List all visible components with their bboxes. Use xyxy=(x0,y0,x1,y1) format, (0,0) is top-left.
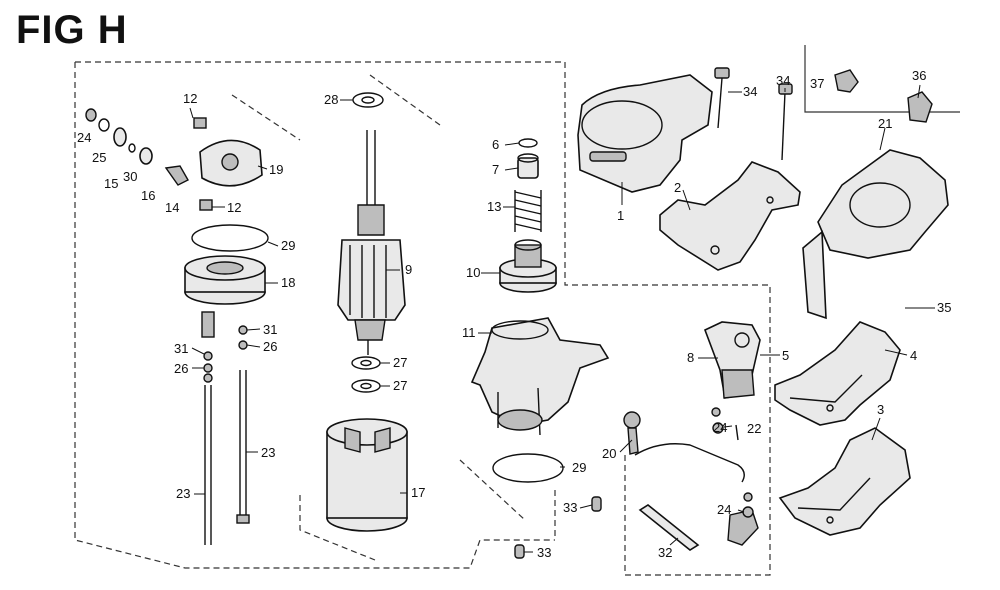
part-plate-21 xyxy=(802,149,949,320)
part-plate-2 xyxy=(659,161,801,271)
callout-3: 3 xyxy=(877,402,884,417)
callout-20: 20 xyxy=(602,446,616,461)
callout-25: 25 xyxy=(92,150,106,165)
callout-23b: 23 xyxy=(176,486,190,501)
callout-31b: 31 xyxy=(263,322,277,337)
callout-18: 18 xyxy=(281,275,295,290)
part-housing-11 xyxy=(470,317,610,436)
callout-12b: 12 xyxy=(227,200,241,215)
callout-29b: 29 xyxy=(572,460,586,475)
callout-17: 17 xyxy=(411,485,425,500)
part-throughbolts-23 xyxy=(201,311,250,545)
callout-22: 22 xyxy=(747,421,761,436)
part-bracket-1 xyxy=(577,74,713,193)
part-armature-9 xyxy=(337,130,406,355)
callout-26b: 26 xyxy=(263,339,277,354)
part-rod-32 xyxy=(638,504,700,551)
callout-8: 8 xyxy=(687,350,694,365)
group-boundaries xyxy=(74,45,960,576)
callout-6: 6 xyxy=(492,137,499,152)
callout-15: 15 xyxy=(104,176,118,191)
callout-32: 32 xyxy=(658,545,672,560)
callout-27b: 27 xyxy=(393,378,407,393)
callout-36: 36 xyxy=(912,68,926,83)
callout-31a: 31 xyxy=(174,341,188,356)
part-fasteners-24-22 xyxy=(711,407,754,518)
callout-4: 4 xyxy=(910,348,917,363)
callout-28: 28 xyxy=(324,92,338,107)
callout-26a: 26 xyxy=(174,361,188,376)
part-yoke-17 xyxy=(326,418,408,532)
part-cable-20 xyxy=(623,411,759,546)
callout-29a: 29 xyxy=(281,238,295,253)
callout-21: 21 xyxy=(878,116,892,131)
part-collar-7-6 xyxy=(517,138,539,179)
callout-1: 1 xyxy=(617,208,624,223)
callout-34a: 34 xyxy=(743,84,757,99)
figure-title: FIG H xyxy=(16,8,128,52)
callout-34b: 34 xyxy=(776,73,790,88)
callout-24a: 24 xyxy=(713,420,727,435)
callout-14: 14 xyxy=(165,200,179,215)
callout-24b: 24 xyxy=(717,502,731,517)
callout-labels: 1 2 34 34 37 36 21 35 4 3 5 8 20 24 22 2… xyxy=(77,68,951,560)
part-cover-3 xyxy=(778,427,911,536)
callout-11: 11 xyxy=(462,325,476,340)
part-spring-13 xyxy=(514,190,542,232)
part-brushholder-19 xyxy=(193,117,263,211)
leader-lines xyxy=(189,84,935,553)
part-washers-24-25-15-30-16-14 xyxy=(85,108,189,186)
callout-23a: 23 xyxy=(261,445,275,460)
callout-5: 5 xyxy=(782,348,789,363)
callout-33b: 33 xyxy=(537,545,551,560)
callout-37: 37 xyxy=(810,76,824,91)
callout-2: 2 xyxy=(674,180,681,195)
callout-10: 10 xyxy=(466,265,480,280)
part-endcover-18 xyxy=(184,255,266,305)
callout-27a: 27 xyxy=(393,355,407,370)
part-clip-37-36 xyxy=(834,69,933,123)
callout-16: 16 xyxy=(141,188,155,203)
callout-19: 19 xyxy=(269,162,283,177)
callout-33a: 33 xyxy=(563,500,577,515)
callout-13: 13 xyxy=(487,199,501,214)
part-solenoid-8-5 xyxy=(703,321,761,399)
part-cover-4 xyxy=(774,321,901,426)
callout-24c: 24 xyxy=(77,130,91,145)
callout-30: 30 xyxy=(123,169,137,184)
callout-7: 7 xyxy=(492,162,499,177)
callout-12a: 12 xyxy=(183,91,197,106)
part-orings-29 xyxy=(191,224,564,483)
callout-35: 35 xyxy=(937,300,951,315)
part-gear-10 xyxy=(499,239,557,293)
callout-9: 9 xyxy=(405,262,412,277)
